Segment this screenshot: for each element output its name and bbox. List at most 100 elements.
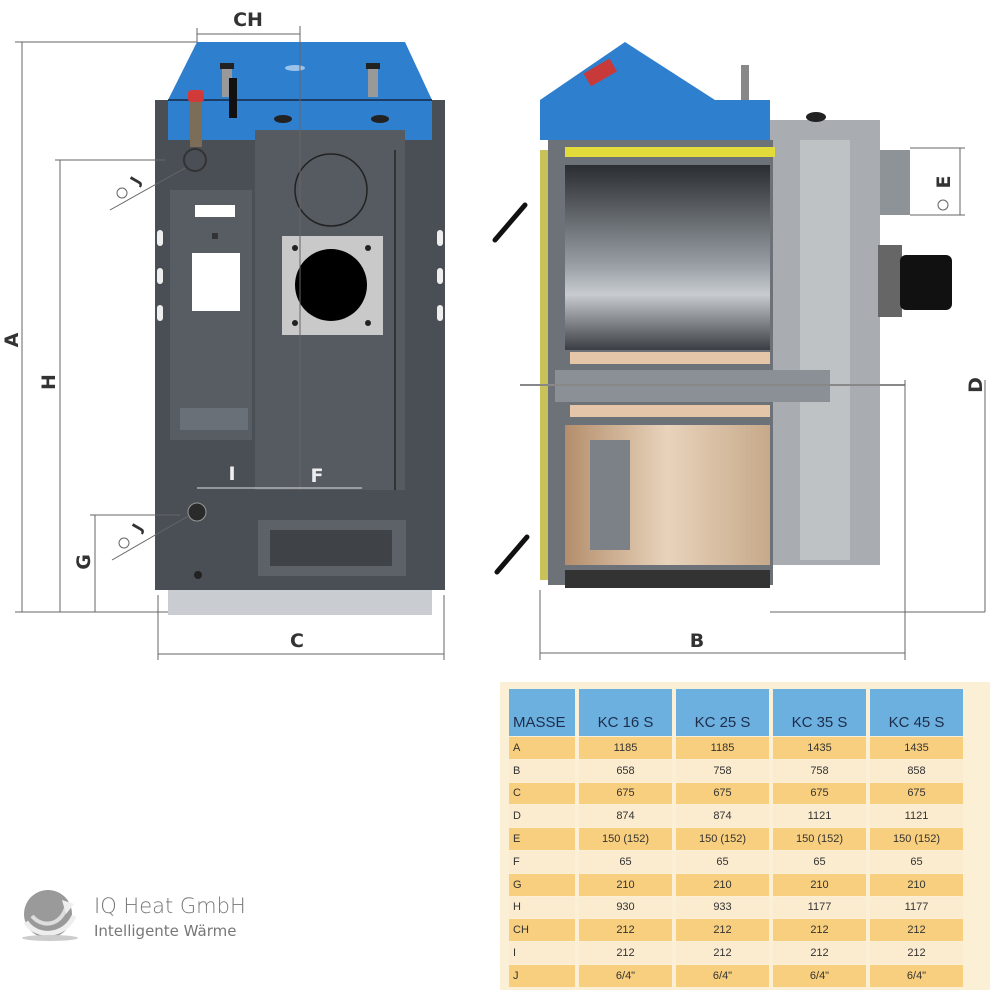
value-cell: 675 <box>676 782 769 805</box>
row-label-cell: I <box>509 942 575 964</box>
value-cell: 758 <box>676 759 769 782</box>
value-cell: 1185 <box>579 737 672 759</box>
front-dimensions: CH A H G J J I F C <box>1 9 445 660</box>
row-label-cell: A <box>509 737 575 759</box>
dim-label-j-lower: J <box>128 521 147 536</box>
column-header: KC 45 S <box>870 689 963 736</box>
dim-label-c: C <box>290 630 304 652</box>
value-cell: 874 <box>676 805 769 828</box>
value-cell: 65 <box>773 850 866 873</box>
dim-label-b: B <box>690 630 704 652</box>
value-cell: 6/4" <box>579 964 672 987</box>
column-header: KC 35 S <box>773 689 866 736</box>
rating-plate <box>195 205 235 217</box>
value-cell: 1177 <box>773 896 866 919</box>
row-label-cell: J <box>509 964 575 987</box>
boiler-dimension-drawing: CH A H G J J I F C <box>1 9 987 660</box>
value-cell: 150 (152) <box>773 828 866 850</box>
value-cell: 150 (152) <box>676 828 769 850</box>
value-cell: 930 <box>579 896 672 919</box>
row-label-cell: H <box>509 896 575 919</box>
dim-label-j-upper: J <box>126 174 145 189</box>
value-cell: 858 <box>870 759 963 782</box>
value-cell: 1121 <box>773 805 866 828</box>
row-label-cell: F <box>509 850 575 873</box>
value-cell: 212 <box>676 919 769 942</box>
display-panel <box>192 253 240 311</box>
value-cell: 212 <box>870 919 963 942</box>
flue-pipe <box>880 150 910 215</box>
value-cell: 210 <box>676 873 769 896</box>
value-cell: 212 <box>676 942 769 964</box>
value-cell: 150 (152) <box>870 828 963 850</box>
flue-opening <box>295 249 367 321</box>
value-cell: 933 <box>676 896 769 919</box>
upper-door-handle <box>492 202 528 243</box>
value-cell: 874 <box>579 805 672 828</box>
row-label-cell: E <box>509 828 575 850</box>
value-cell: 212 <box>773 942 866 964</box>
dim-label-g: G <box>73 554 95 570</box>
ash-door <box>270 530 392 566</box>
column-header: KC 16 S <box>579 689 672 736</box>
dim-label-f: F <box>311 465 324 487</box>
value-cell: 1177 <box>870 896 963 919</box>
red-cap <box>188 90 204 102</box>
value-cell: 675 <box>773 782 866 805</box>
dim-label-h: H <box>38 374 60 390</box>
dim-label-e: E <box>933 176 955 189</box>
value-cell: 1121 <box>870 805 963 828</box>
column-header: KC 25 S <box>676 689 769 736</box>
row-label-cell: B <box>509 759 575 782</box>
row-label-cell: D <box>509 805 575 828</box>
value-cell: 212 <box>870 942 963 964</box>
value-cell: 210 <box>773 873 866 896</box>
value-cell: 210 <box>579 873 672 896</box>
dim-label-d: D <box>965 377 987 393</box>
company-tagline: Intelligente Wärme <box>94 922 237 940</box>
swirl-logo-icon <box>22 890 78 941</box>
value-cell: 65 <box>676 850 769 873</box>
row-label-cell: G <box>509 873 575 896</box>
value-cell: 658 <box>579 759 672 782</box>
dim-label-a: A <box>1 332 23 347</box>
value-cell: 1435 <box>870 737 963 759</box>
value-cell: 6/4" <box>676 964 769 987</box>
side-dimensions: B D E <box>539 147 987 660</box>
dim-label-i: I <box>228 463 235 485</box>
row-label-cell: C <box>509 782 575 805</box>
value-cell: 675 <box>870 782 963 805</box>
company-name: IQ Heat GmbH <box>94 894 246 918</box>
value-cell: 212 <box>579 942 672 964</box>
value-cell: 150 (152) <box>579 828 672 850</box>
value-cell: 212 <box>773 919 866 942</box>
burner <box>900 255 952 310</box>
column-header: MASSE <box>509 689 575 736</box>
value-cell: 1435 <box>773 737 866 759</box>
value-cell: 210 <box>870 873 963 896</box>
table-header-row: MASSE KC 16 S KC 25 S KC 35 S KC 45 S <box>509 689 963 736</box>
value-cell: 6/4" <box>870 964 963 987</box>
value-cell: 6/4" <box>773 964 866 987</box>
side-view <box>492 42 952 588</box>
value-cell: 1185 <box>676 737 769 759</box>
value-cell: 758 <box>773 759 866 782</box>
value-cell: 212 <box>579 919 672 942</box>
dim-label-ch: CH <box>233 9 263 31</box>
value-cell: 675 <box>579 782 672 805</box>
company-logo: IQ Heat GmbH Intelligente Wärme <box>16 888 286 948</box>
value-cell: 65 <box>870 850 963 873</box>
